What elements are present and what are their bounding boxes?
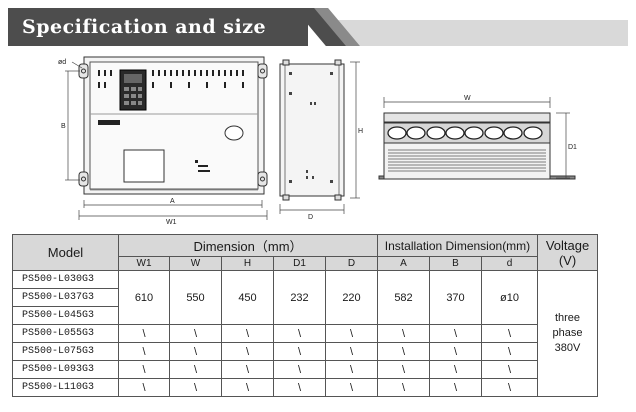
- section-title: Specification and size: [22, 16, 267, 38]
- value-cell: 232: [273, 270, 326, 325]
- table-row: PS500-L110G3 \ \ \ \ \ \ \ \: [12, 378, 598, 397]
- placeholder-cell: \: [429, 342, 482, 361]
- front-view-dimensions: [65, 61, 268, 220]
- placeholder-cell: \: [429, 378, 482, 397]
- placeholder-cell: \: [169, 360, 222, 379]
- table-row: PS500-L055G3 \ \ \ \ \ \ \ \: [12, 324, 598, 343]
- model-cell: PS500-L045G3: [12, 306, 119, 325]
- model-cell: PS500-L093G3: [12, 360, 119, 379]
- col-d1: D1: [273, 256, 326, 271]
- table-row: PS500-L037G3: [12, 288, 598, 307]
- value-cell: ø10: [481, 270, 538, 325]
- model-cell: PS500-L037G3: [12, 288, 119, 307]
- placeholder-cell: \: [429, 324, 482, 343]
- placeholder-cell: \: [481, 324, 538, 343]
- placeholder-cell: \: [481, 360, 538, 379]
- front-view-drawing: [78, 56, 268, 195]
- placeholder-cell: \: [377, 360, 430, 379]
- section-banner: Specification and size: [8, 8, 628, 46]
- dimension-header: Dimension（mm）: [118, 234, 378, 257]
- b-label: B: [61, 123, 66, 130]
- placeholder-cell: \: [273, 324, 326, 343]
- value-cell: 550: [169, 270, 222, 325]
- specification-table: Model Dimension（mm） Installation Dimensi…: [12, 234, 598, 397]
- od-label: ød: [58, 59, 66, 66]
- placeholder-cell: \: [221, 378, 274, 397]
- side-view-labels: H D: [308, 128, 363, 221]
- col-d: D: [325, 256, 378, 271]
- placeholder-cell: \: [325, 324, 378, 343]
- placeholder-cell: \: [325, 360, 378, 379]
- placeholder-cell: \: [273, 360, 326, 379]
- voltage-header: Voltage (V): [537, 234, 598, 271]
- w1-label: W1: [166, 219, 177, 226]
- voltage-line: phase: [552, 327, 583, 339]
- h-label: H: [358, 128, 363, 135]
- placeholder-cell: \: [273, 378, 326, 397]
- placeholder-cell: \: [377, 324, 430, 343]
- col-h: H: [221, 256, 274, 271]
- placeholder-cell: \: [429, 360, 482, 379]
- value-cell: 220: [325, 270, 378, 325]
- a-label: A: [170, 198, 175, 205]
- value-cell: 610: [118, 270, 170, 325]
- top-view-labels: W D1: [464, 95, 577, 151]
- placeholder-cell: \: [325, 342, 378, 361]
- placeholder-cell: \: [118, 378, 170, 397]
- col-w: W: [169, 256, 222, 271]
- col-w1: W1: [118, 256, 170, 271]
- placeholder-cell: \: [221, 324, 274, 343]
- installation-header: Installation Dimension(mm): [377, 234, 538, 257]
- d1-label: D1: [568, 144, 577, 151]
- d-label: D: [308, 214, 313, 221]
- banner-light-band: [338, 20, 628, 46]
- banner-dark-band: [8, 8, 308, 46]
- col-a: A: [377, 256, 430, 271]
- placeholder-cell: \: [481, 378, 538, 397]
- placeholder-cell: \: [325, 378, 378, 397]
- placeholder-cell: \: [377, 342, 430, 361]
- placeholder-cell: \: [377, 378, 430, 397]
- placeholder-cell: \: [221, 360, 274, 379]
- model-cell: PS500-L110G3: [12, 378, 119, 397]
- side-view-dimensions: [279, 61, 360, 214]
- placeholder-cell: \: [221, 342, 274, 361]
- top-view-dimensions: [383, 97, 570, 179]
- col-b: B: [429, 256, 482, 271]
- side-view-drawing: [279, 59, 345, 201]
- table-row: PS500-L093G3 \ \ \ \ \ \ \ \: [12, 360, 598, 379]
- placeholder-cell: \: [169, 324, 222, 343]
- model-header: Model: [12, 234, 119, 271]
- value-cell: 582: [377, 270, 430, 325]
- value-cell: 450: [221, 270, 274, 325]
- value-cell: 370: [429, 270, 482, 325]
- top-view-drawing: [378, 112, 576, 180]
- table-row: PS500-L075G3 \ \ \ \ \ \ \ \: [12, 342, 598, 361]
- placeholder-cell: \: [169, 378, 222, 397]
- col-hole-d: d: [481, 256, 538, 271]
- dimension-drawings: ød B A W1 H D: [58, 56, 577, 226]
- placeholder-cell: \: [273, 342, 326, 361]
- model-cell: PS500-L055G3: [12, 324, 119, 343]
- table-row: PS500-L030G3 610 550 450 232 220 582 370…: [12, 270, 598, 397]
- front-view-labels: ød B A W1: [58, 59, 177, 226]
- w-label: W: [464, 95, 471, 102]
- voltage-line: 380V: [554, 342, 581, 354]
- model-cell: PS500-L030G3: [12, 270, 119, 289]
- placeholder-cell: \: [169, 342, 222, 361]
- placeholder-cell: \: [118, 342, 170, 361]
- placeholder-cell: \: [118, 360, 170, 379]
- model-cell: PS500-L075G3: [12, 342, 119, 361]
- voltage-line: three: [554, 312, 581, 324]
- placeholder-cell: \: [118, 324, 170, 343]
- placeholder-cell: \: [481, 342, 538, 361]
- voltage-cell: three phase 380V: [537, 270, 598, 397]
